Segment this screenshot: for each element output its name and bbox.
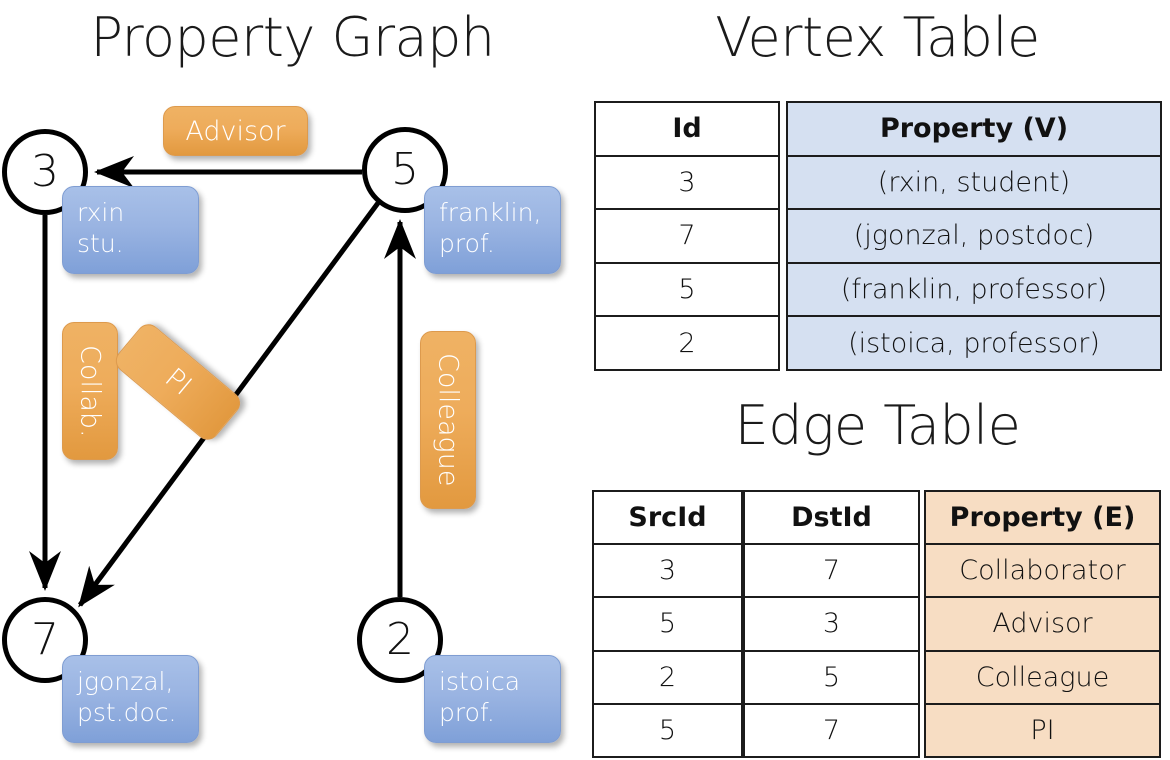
edge-cell-property-0: Collaborator	[924, 543, 1161, 599]
edge-table-dstid-grid: DstId 7 3 5 7	[743, 489, 920, 759]
vertex-table-id-grid: Id 3 7 5 2	[594, 101, 780, 371]
edge-table-srcid-grid: SrcId 3 5 2 5	[592, 489, 743, 759]
edge-cell-src-1: 5	[592, 596, 743, 652]
edge-cell-src-0: 3	[592, 543, 743, 599]
vertex-table-property-column: Property (V) (rxin, student) (jgonzal, p…	[786, 101, 1162, 371]
vertex-cell-property-2: (franklin, professor)	[786, 261, 1162, 318]
vertex-table-property-grid: Property (V) (rxin, student) (jgonzal, p…	[786, 101, 1162, 371]
vertex-chip-jgonzal[interactable]: jgonzal, pst.doc.	[62, 655, 199, 743]
vertex-cell-id-2: 5	[594, 261, 780, 318]
vertex-chip-rxin-line2: stu.	[77, 229, 124, 258]
vertex-chip-istoica-line2: prof.	[439, 698, 495, 727]
edge-cell-dst-0: 7	[743, 543, 920, 599]
vertex-chip-rxin[interactable]: rxin stu.	[62, 186, 199, 274]
edge-header-property: Property (E)	[924, 489, 1161, 546]
edge-header-dstid: DstId	[743, 489, 920, 546]
table-row[interactable]: Colleague	[924, 649, 1161, 705]
vertex-chip-istoica[interactable]: istoica prof.	[424, 655, 561, 743]
table-row[interactable]: 5	[592, 702, 743, 759]
edge-chip-colleague[interactable]: Colleague	[420, 331, 476, 509]
edge-cell-dst-2: 5	[743, 649, 920, 705]
edge-cell-src-3: 5	[592, 702, 743, 759]
table-header-row: Property (E)	[924, 489, 1161, 546]
edge-chip-collab[interactable]: Collab.	[62, 322, 118, 460]
table-row[interactable]: 5	[743, 649, 920, 705]
edge-cell-property-1: Advisor	[924, 596, 1161, 652]
vertex-chip-istoica-line1: istoica	[439, 667, 521, 696]
property-graph-panel: Property Graph Advisor Collab. PI Collea…	[2, 6, 561, 743]
vertex-cell-property-0: (rxin, student)	[786, 154, 1162, 211]
table-header-row: Id	[594, 101, 780, 157]
table-row[interactable]: 2	[592, 649, 743, 705]
edge-table-property-grid: Property (E) Collaborator Advisor Collea…	[924, 489, 1161, 759]
vertex-chip-jgonzal-line1: jgonzal,	[77, 667, 174, 696]
page-title-property-graph: Property Graph	[90, 6, 495, 69]
table-row[interactable]: 3	[743, 596, 920, 652]
vertex-chip-franklin[interactable]: franklin, prof.	[424, 186, 561, 274]
edge-table-property-column: Property (E) Collaborator Advisor Collea…	[924, 489, 1161, 759]
graph-node-5-label: 5	[391, 144, 419, 195]
graph-node-7-label: 7	[31, 614, 59, 665]
vertex-chip-franklin-line2: prof.	[439, 229, 495, 258]
table-row[interactable]: 7	[594, 208, 780, 264]
vertex-cell-property-3: (istoica, professor)	[786, 315, 1162, 371]
vertex-cell-id-3: 2	[594, 315, 780, 371]
table-header-row: Property (V)	[786, 101, 1162, 157]
graph-node-5[interactable]: 5	[362, 127, 448, 213]
page-title-vertex-table: Vertex Table	[715, 6, 1040, 69]
edge-table-dstid-column: DstId 7 3 5 7	[743, 489, 920, 759]
edge-cell-dst-3: 7	[743, 702, 920, 759]
table-row[interactable]: 7	[743, 702, 920, 759]
edge-cell-property-2: Colleague	[924, 649, 1161, 705]
edge-cell-src-2: 2	[592, 649, 743, 705]
vertex-cell-id-1: 7	[594, 208, 780, 264]
edge-cell-dst-1: 3	[743, 596, 920, 652]
table-row[interactable]: Collaborator	[924, 543, 1161, 599]
table-row[interactable]: (franklin, professor)	[786, 261, 1162, 318]
graph-node-2-label: 2	[386, 614, 414, 665]
table-row[interactable]: 3	[594, 154, 780, 211]
vertex-cell-property-1: (jgonzal, postdoc)	[786, 208, 1162, 264]
edge-table-srcid-column: SrcId 3 5 2 5	[592, 489, 743, 759]
table-row[interactable]: 5	[594, 261, 780, 318]
vertex-chip-jgonzal-line2: pst.doc.	[77, 698, 177, 727]
table-row[interactable]: (rxin, student)	[786, 154, 1162, 211]
table-row[interactable]: 3	[592, 543, 743, 599]
vertex-header-property: Property (V)	[786, 101, 1162, 157]
vertex-cell-id-0: 3	[594, 154, 780, 211]
edge-chip-advisor[interactable]: Advisor	[163, 106, 308, 156]
table-row[interactable]: (istoica, professor)	[786, 315, 1162, 371]
edge-cell-property-3: PI	[924, 702, 1161, 759]
table-row[interactable]: 2	[594, 315, 780, 371]
table-row[interactable]: (jgonzal, postdoc)	[786, 208, 1162, 264]
vertex-chip-franklin-line1: franklin,	[439, 198, 542, 227]
graph-node-2[interactable]: 2	[357, 597, 443, 683]
table-header-row: DstId	[743, 489, 920, 546]
vertex-chip-rxin-line1: rxin	[77, 198, 125, 227]
table-header-row: SrcId	[592, 489, 743, 546]
vertex-table-id-column: Id 3 7 5 2	[594, 101, 780, 371]
graph-node-3-label: 3	[31, 146, 59, 197]
table-row[interactable]: 5	[592, 596, 743, 652]
table-row[interactable]: PI	[924, 702, 1161, 759]
vertex-header-id: Id	[594, 101, 780, 157]
page-title-edge-table: Edge Table	[734, 394, 1021, 457]
table-row[interactable]: 7	[743, 543, 920, 599]
edge-header-srcid: SrcId	[592, 489, 743, 546]
table-row[interactable]: Advisor	[924, 596, 1161, 652]
